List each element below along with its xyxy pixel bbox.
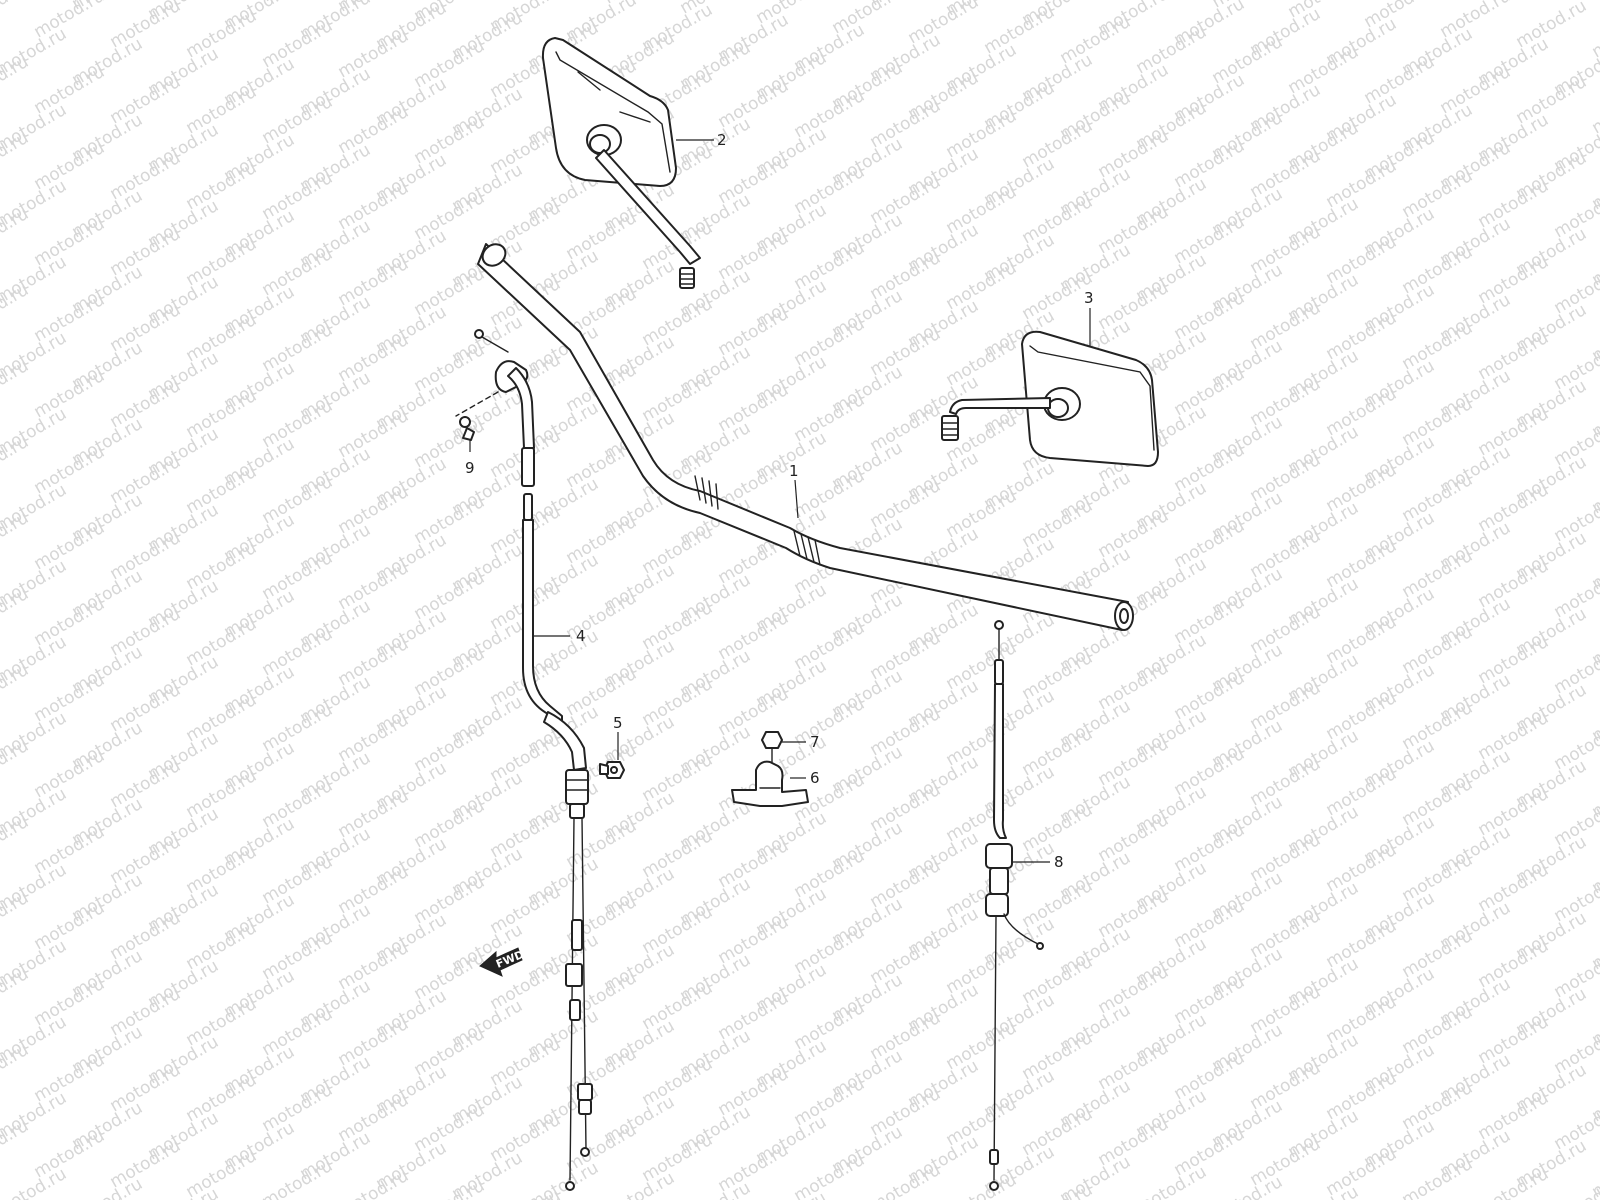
throttle-cable-end-nipple-b [580,1147,590,1157]
screw-7-head [761,731,783,749]
mirror-right-glass-edge [1029,345,1155,451]
cable-8-lower-wire [993,915,997,1181]
mirror-left-stem [595,149,701,265]
cable-8-housing [993,683,1007,839]
screw-9-shank [462,427,475,441]
mirror-right-housing [1021,330,1159,467]
watermark-text: motod.ru [1589,6,1600,62]
watermark-text: motod.ru [525,1158,603,1200]
watermark-text: motod.ru [1399,1154,1477,1200]
cable-8-boot-mid [989,867,1009,895]
screw-9-head [459,416,471,428]
mirror-right-thread [941,415,959,441]
callout-leader-1 [794,479,799,519]
watermark-text: motod.ru [943,1170,1021,1200]
handlebar-right-end-bore [1119,608,1129,624]
watermark-text: motod.ru [867,1160,945,1200]
callout-7: 7 [810,733,820,751]
clamp-6-body [731,760,809,807]
callout-8: 8 [1054,853,1064,871]
watermark-text: motod.ru [183,1146,261,1200]
watermark-text: motod.ru [335,1166,413,1200]
callout-1: 1 [789,462,799,480]
callout-3: 3 [1084,289,1094,307]
screw-9-dash-line [455,391,499,417]
bolt-5: 5 [599,714,625,779]
watermark-text: motod.ru [259,1156,337,1200]
handlebar-knurl-right [793,530,821,566]
watermark-text: motod.ru [1475,1164,1553,1200]
handlebar-tube [477,243,1129,631]
watermark-text: motod.ru [1133,1162,1211,1200]
watermark-text: motod.ru [1589,82,1600,138]
watermark-text: motod.ru [0,0,32,32]
cable-8-boot-upper [985,843,1013,869]
callout-4: 4 [576,627,586,645]
cable-8-boot-lower [985,893,1009,917]
callout-5: 5 [613,714,623,732]
handlebar: 1 [477,243,1134,631]
cable-8-bottom-nipple [989,1181,999,1191]
watermark-text: motod.ru [601,1168,679,1200]
mirror-left-thread [679,267,695,289]
cable-8-side-branch [1003,913,1039,945]
throttle-cable-adjuster [565,769,589,805]
cable-8-top-nipple [994,620,1004,630]
handlebar-left-end [481,243,507,267]
mirror-left-housing [541,37,677,187]
throttle-cable-housing [522,519,563,725]
watermark-text: motod.ru [791,1150,869,1200]
mirror-left: 2 [541,37,727,289]
callout-6: 6 [810,769,820,787]
handlebar-knurl-left [694,475,719,510]
screw-9-upper-head [474,329,484,339]
screw-7: 7 [761,731,820,763]
fwd-arrow-icon [479,947,523,977]
callout-2: 2 [717,131,727,149]
mirror-right-stem [949,397,1051,415]
mirror-right: 3 [941,289,1159,467]
cable-8: 8 [985,620,1064,1191]
throttle-cable: 4 [507,367,593,1191]
mirror-left-glass-edge [555,51,671,173]
callout-9: 9 [465,459,475,477]
clamp-6: 6 [731,760,820,807]
throttle-cable-end-nipple-a [565,1181,575,1191]
